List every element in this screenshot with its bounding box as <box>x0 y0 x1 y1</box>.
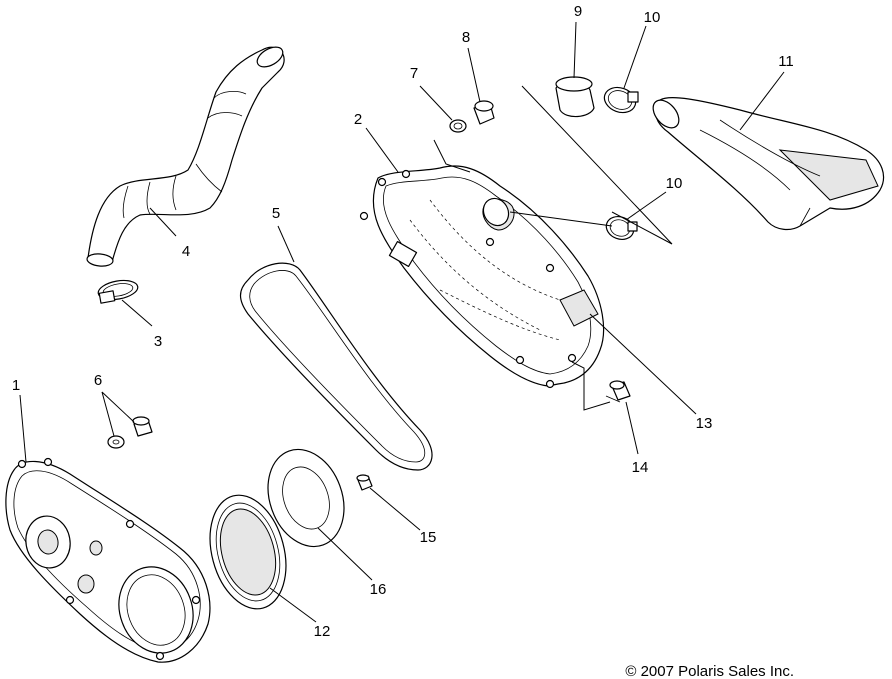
leader-6b <box>101 391 115 437</box>
leader-lines <box>19 21 785 623</box>
duct-boot-9-part <box>555 76 595 118</box>
callout-1: 1 <box>12 377 20 394</box>
assembly-line-grommet <box>433 139 471 173</box>
seal-12-part <box>209 494 287 610</box>
callout-15: 15 <box>420 529 437 546</box>
grommet-7-part <box>449 119 467 133</box>
callout-13: 13 <box>696 415 713 432</box>
assembly-line-boot <box>509 211 613 227</box>
leader-6a <box>101 391 135 423</box>
callout-14: 14 <box>632 459 649 476</box>
leader-10a <box>623 25 647 89</box>
hose-clamp-10-lower-part <box>605 216 638 240</box>
hose-clamp-10-top-part <box>603 86 639 114</box>
leader-7 <box>419 85 453 121</box>
leader-1 <box>19 394 27 463</box>
bolt-15-part <box>356 474 373 491</box>
leader-8 <box>467 47 481 103</box>
leader-4 <box>149 207 177 237</box>
callout-7: 7 <box>410 65 418 82</box>
leader-10b <box>625 191 667 221</box>
callout-6: 6 <box>94 372 102 389</box>
callout-11: 11 <box>778 53 794 70</box>
callout-3: 3 <box>154 333 162 350</box>
callout-5: 5 <box>272 205 280 222</box>
assembly-line-bolt <box>571 361 611 411</box>
callout-12: 12 <box>314 623 331 640</box>
gasket-plate-16-part <box>267 448 345 548</box>
assembly-line-duct <box>521 85 673 245</box>
bolt-14-part <box>605 380 631 403</box>
copyright-notice: © 2007 Polaris Sales Inc. <box>625 663 794 679</box>
hose-clamp-3-part <box>97 279 139 304</box>
leader-2 <box>365 127 399 173</box>
leader-5 <box>277 225 295 263</box>
leader-3 <box>121 299 153 327</box>
leader-11 <box>739 71 785 131</box>
leader-9 <box>573 21 577 79</box>
leader-16 <box>317 527 373 581</box>
callout-8: 8 <box>462 29 470 46</box>
leader-13 <box>589 313 697 415</box>
intake-duct-part <box>86 46 285 267</box>
drive-belt-part <box>239 262 433 471</box>
callout-labels: 1 2 3 4 5 6 7 8 9 10 10 11 12 13 14 15 1… <box>12 3 794 640</box>
callout-4: 4 <box>182 243 190 260</box>
callout-2: 2 <box>354 111 362 128</box>
callout-9: 9 <box>574 3 582 20</box>
leader-12 <box>269 587 317 623</box>
outer-clutch-cover-part <box>359 165 605 389</box>
leader-14 <box>625 401 639 455</box>
inner-clutch-cover-part <box>5 457 211 663</box>
air-intake-duct-11-part <box>652 97 885 231</box>
washer-6-part <box>107 435 125 449</box>
leader-15 <box>369 487 421 531</box>
callout-10-lower: 10 <box>666 175 683 192</box>
plug-8-part <box>473 100 495 125</box>
callout-10-top: 10 <box>644 9 661 26</box>
callout-16: 16 <box>370 581 387 598</box>
bolt-6-part <box>132 416 153 437</box>
